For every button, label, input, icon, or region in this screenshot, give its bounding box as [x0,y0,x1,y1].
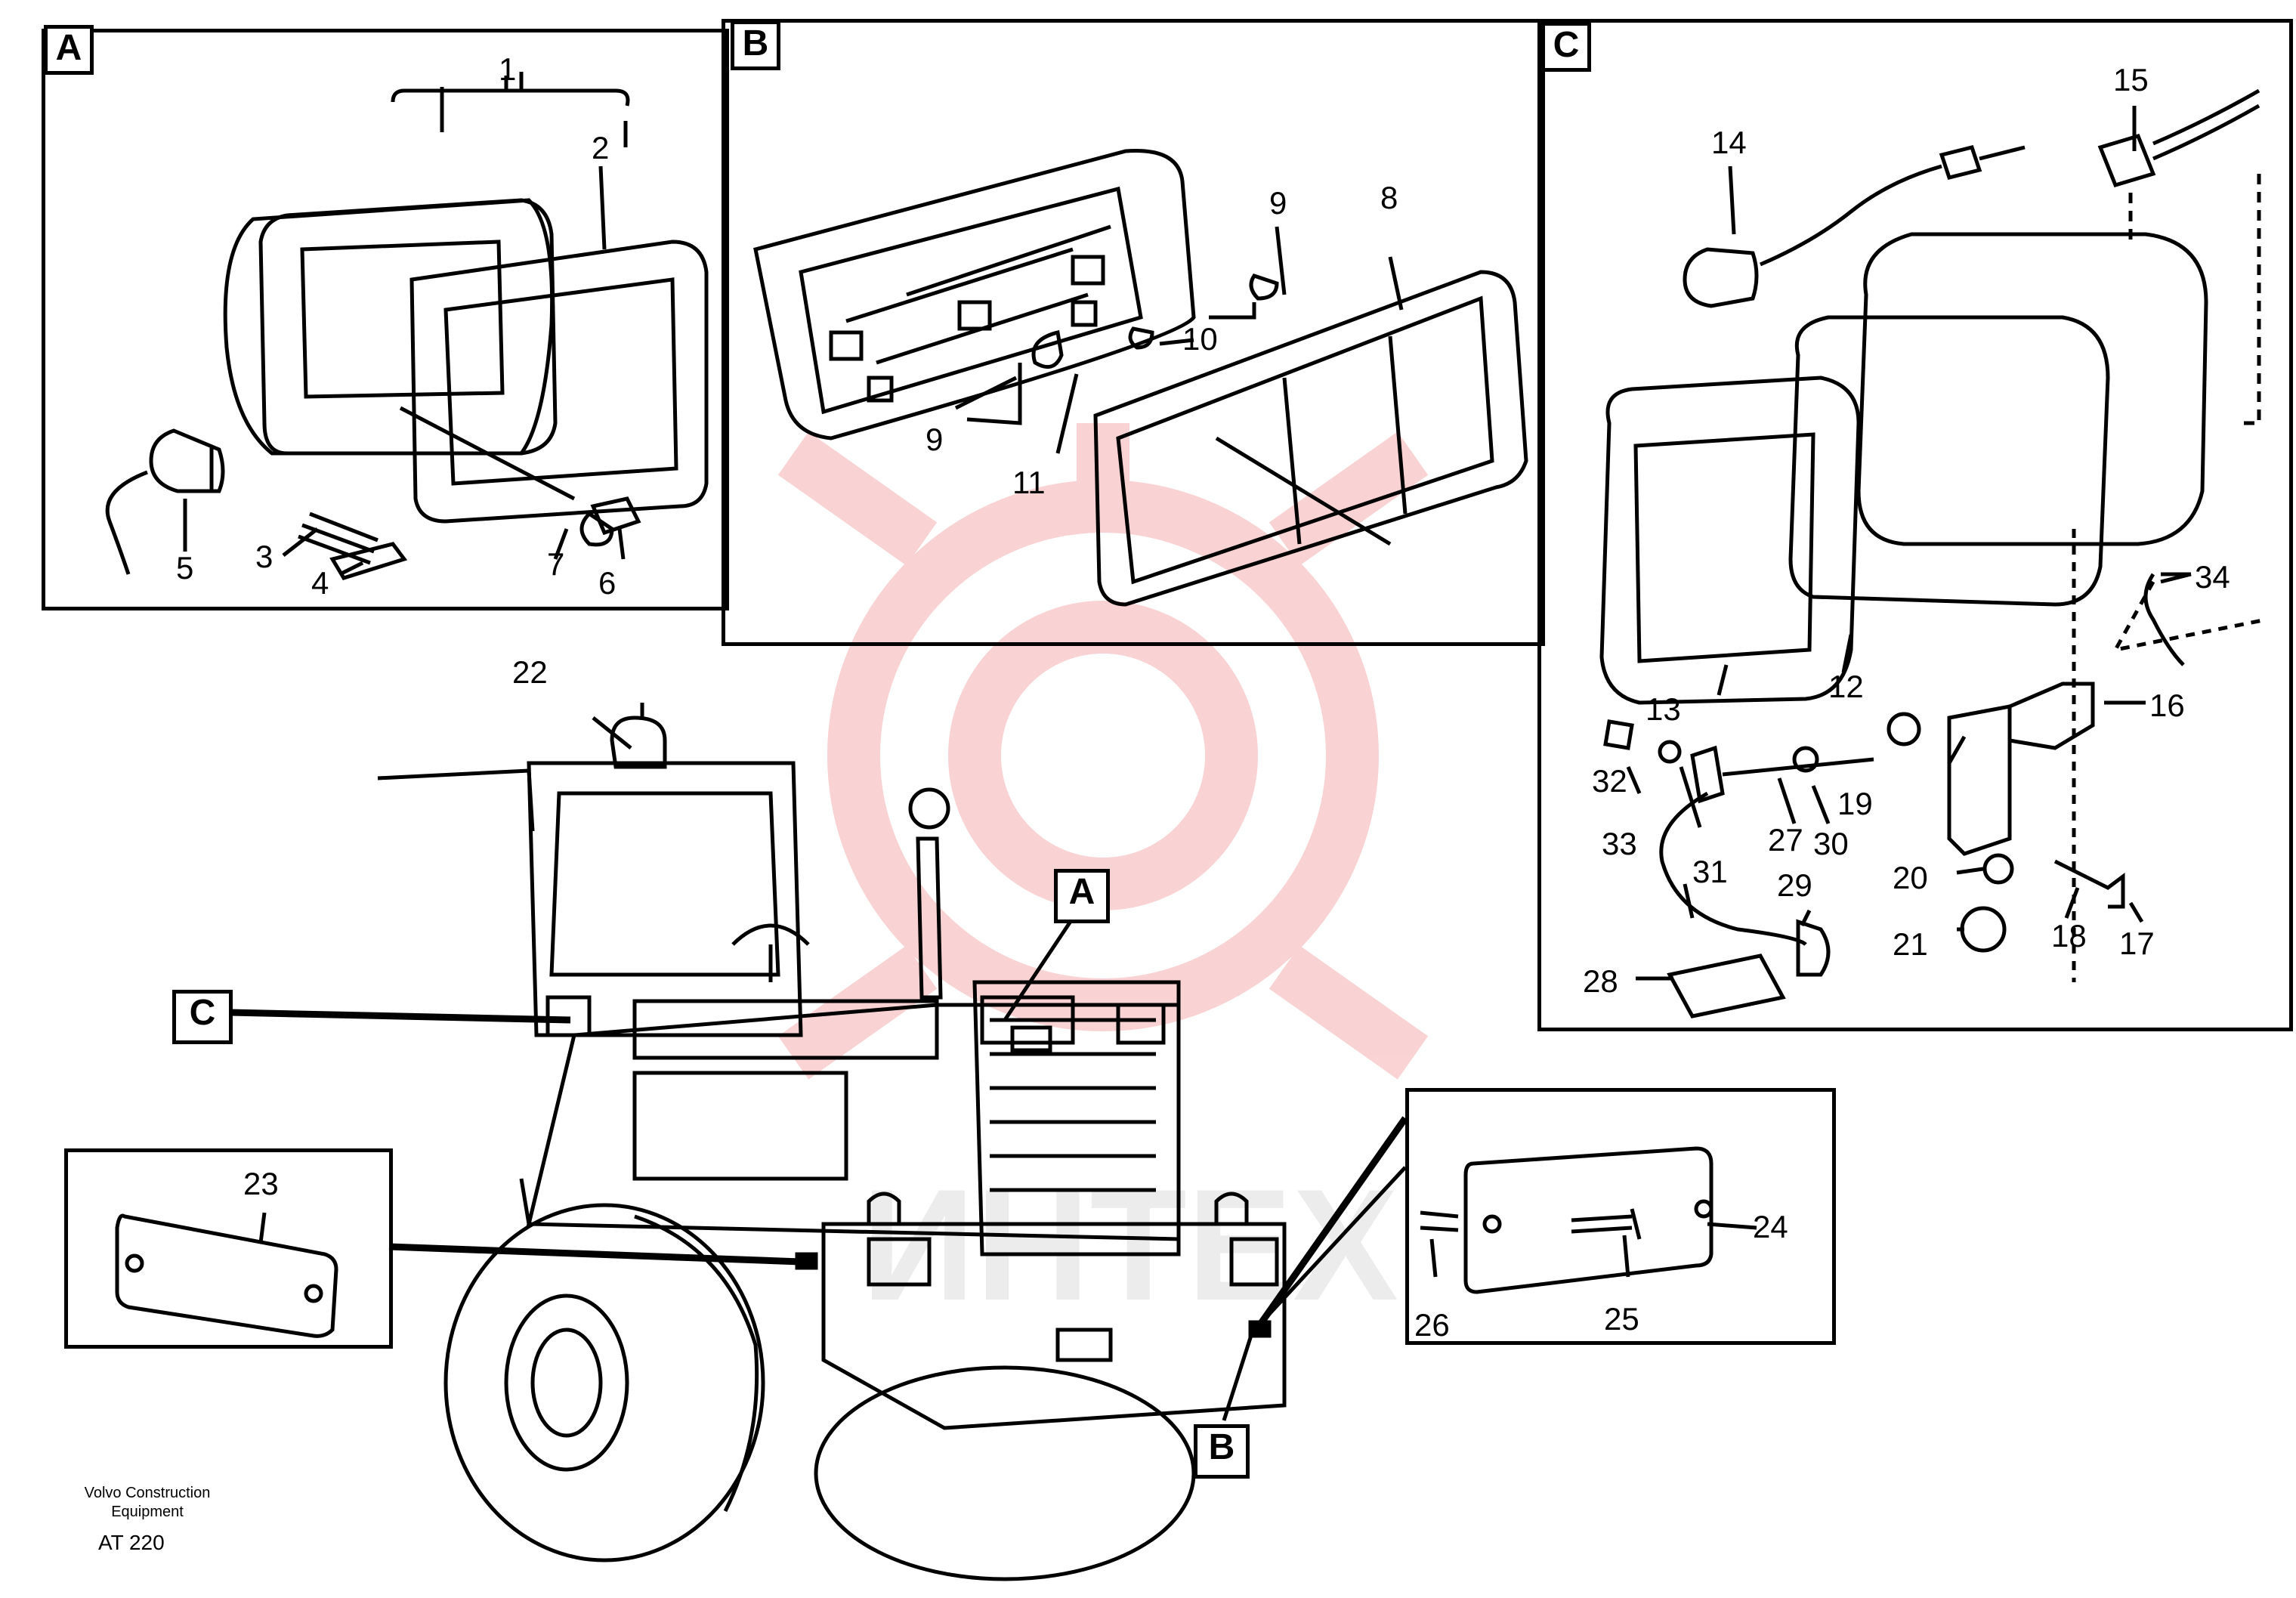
callout-22: 22 [512,654,548,690]
callout-5: 5 [176,550,194,586]
callout-11: 11 [1012,465,1046,500]
watermark-text: ИНТЕХ [861,1156,1398,1334]
callout-9-bottom: 9 [926,422,944,457]
footer-diagram-code: AT 220 [98,1531,165,1554]
callout-13: 13 [1646,691,1681,727]
leader-lines [183,72,2192,1278]
pointer-lines[interactable] [230,905,1408,1421]
callout-28: 28 [1583,963,1618,999]
callout-16: 16 [2149,688,2185,723]
callout-9-top: 9 [1269,185,1287,221]
footer-brand-line1: Volvo Construction [84,1485,211,1501]
callout-1: 1 [499,51,517,87]
machine-pointer-a[interactable]: A [1054,869,1110,923]
callout-10: 10 [1182,321,1218,357]
panel-b [722,19,1545,646]
callout-8: 8 [1380,180,1398,215]
callout-4: 4 [311,565,329,601]
callout-14: 14 [1711,125,1747,160]
machine-pointer-c[interactable]: C [172,990,233,1044]
side-light-assembly [1599,88,2267,1018]
callout-34: 34 [2195,559,2230,595]
callout-27: 27 [1768,822,1803,858]
panel-c [1537,19,2293,1031]
machine-pointer-b[interactable]: B [1194,1424,1250,1479]
panel-a [42,29,729,610]
callout-15: 15 [2113,62,2149,97]
callout-21: 21 [1893,926,1928,962]
panel-a-tag: A [44,25,94,75]
lamp-24-drawing [1420,1146,1714,1294]
callout-19: 19 [1837,786,1873,821]
callout-23: 23 [243,1166,279,1201]
wheel-loader-drawing [377,703,1287,1581]
rear-lamp-assembly [753,149,1528,607]
callout-17: 17 [2119,926,2155,961]
callout-32: 32 [1592,763,1627,799]
callout-18: 18 [2051,918,2087,954]
callout-30: 30 [1813,826,1849,861]
callout-26: 26 [1414,1307,1450,1343]
callout-7: 7 [547,546,565,582]
callout-3: 3 [255,539,273,574]
callout-12: 12 [1828,669,1864,704]
callout-24: 24 [1753,1209,1788,1244]
work-light-assembly [105,76,709,580]
panel-items-24-26 [1405,1088,1836,1345]
callout-2: 2 [592,130,610,165]
callout-33: 33 [1602,826,1637,861]
panel-c-tag: C [1541,22,1591,72]
footer-brand-line2: Equipment [111,1504,184,1520]
callout-6: 6 [598,565,616,601]
callout-20: 20 [1893,860,1928,895]
lamp-23-drawing [115,1213,338,1338]
callout-25: 25 [1604,1301,1639,1337]
callout-29: 29 [1777,867,1812,903]
panel-b-tag: B [731,20,780,70]
callout-31: 31 [1692,854,1728,889]
